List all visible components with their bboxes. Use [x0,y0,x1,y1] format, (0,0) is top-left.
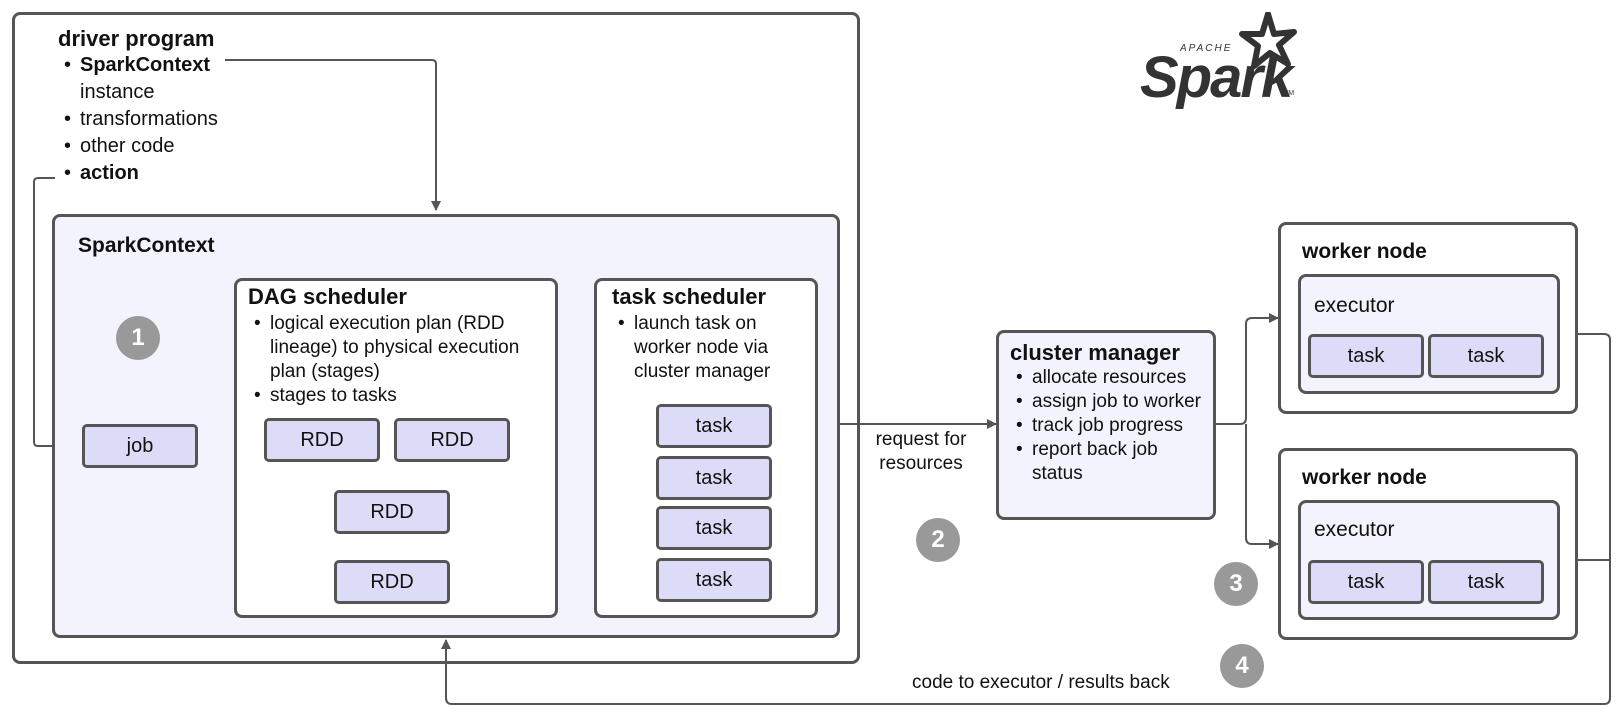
edge-cm-to-workers [1216,317,1278,544]
dag-scheduler-title: DAG scheduler [248,284,407,309]
rdd-node: RDD [264,418,380,462]
driver-program-box [12,12,860,664]
cluster-manager-title: cluster manager [1010,340,1180,365]
driver-item-other-code: •other code [64,135,175,157]
task-scheduler-title: task scheduler [612,284,767,309]
step-1-badge: 1 [116,316,160,360]
worker-node-title: worker node [1302,466,1427,489]
cm-item-1: assign job to worker [1016,390,1212,414]
executor-label: executor [1314,518,1395,541]
step-4-badge: 4 [1220,644,1264,688]
dag-item-1: stages to tasks [254,384,552,408]
executor-label: executor [1314,294,1395,317]
driver-item-action: •action [64,162,139,184]
edge-sparkcontext-instance [225,59,441,211]
executor-task-node: task [1428,560,1544,604]
rdd-node: RDD [394,418,510,462]
request-resources-label: request for resources [875,429,967,474]
dag-scheduler-items: logical execution plan (RDD lineage) to … [254,312,552,408]
cm-item-0: allocate resources [1016,366,1212,390]
step-2-badge: 2 [916,518,960,562]
cm-item-3: report back job status [1016,438,1212,486]
task-node: task [656,506,772,550]
driver-program-title: driver program [58,26,215,51]
rdd-node: RDD [334,490,450,534]
executor-task-node: task [1308,560,1424,604]
code-results-back-label: code to executor / results back [912,672,1170,693]
edge-action-to-job [33,177,81,451]
cluster-manager-items: allocate resources assign job to worker … [1016,366,1212,486]
driver-item-instance: instance [80,81,155,103]
task-node: task [656,558,772,602]
logo-tm-text: TM [1284,90,1295,97]
step-3-badge: 3 [1214,562,1258,606]
dag-item-0: logical execution plan (RDD lineage) to … [254,312,552,384]
driver-program-items: •SparkContext instance •transformations … [64,52,218,187]
sparkcontext-title: SparkContext [78,234,215,257]
logo-apache-text: APACHE [1180,43,1233,54]
task-node: task [656,404,772,448]
driver-item-transformations: •transformations [64,108,218,130]
task-scheduler-item-0: launch task on worker node via cluster m… [618,312,814,384]
logo-spark-text: Spark [1140,45,1293,110]
driver-item-sparkcontext: •SparkContext [64,54,211,76]
worker-node-title: worker node [1302,240,1427,263]
rdd-node: RDD [334,560,450,604]
executor-task-node: task [1428,334,1544,378]
spark-star-icon [1239,11,1297,69]
job-node: job [82,424,198,468]
task-node: task [656,456,772,500]
cm-item-2: track job progress [1016,414,1212,438]
executor-task-node: task [1308,334,1424,378]
task-scheduler-items: launch task on worker node via cluster m… [618,312,814,384]
apache-spark-logo: APACHE Spark TM [1140,11,1300,110]
edge-code-results-back [441,340,1611,705]
